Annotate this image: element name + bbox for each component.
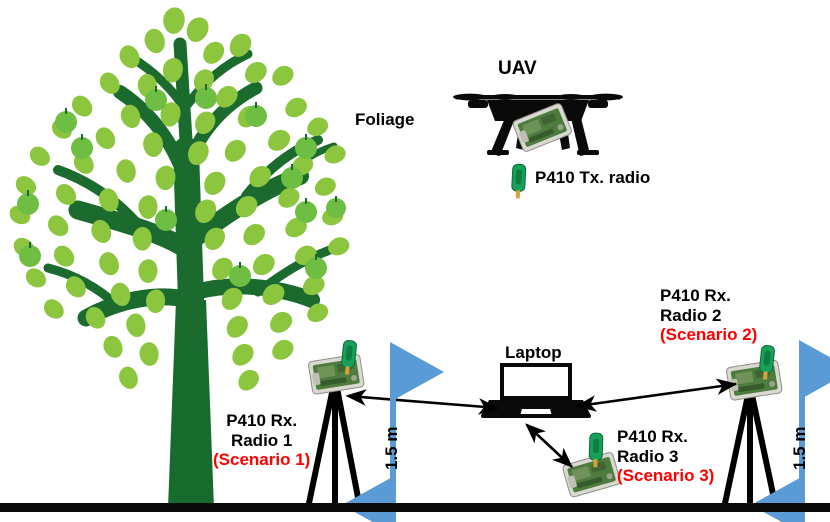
tripod-stand-right — [720, 389, 780, 512]
rx1-scenario: (Scenario 1) — [213, 450, 311, 470]
rx-radio-3-label: P410 Rx. Radio 3 (Scenario 3) — [617, 427, 714, 486]
tx-antenna-icon — [510, 163, 527, 200]
ground-line — [0, 503, 830, 512]
foliage-label: Foliage — [355, 110, 415, 129]
link-arrow-radio1-laptop — [345, 389, 500, 415]
fruit-cluster — [17, 84, 346, 287]
height-right-text: 1.5 m — [790, 426, 809, 470]
tx-radio-label: P410 Tx. radio — [535, 168, 651, 187]
laptop-device — [481, 363, 591, 418]
rx1-line2: Radio 1 — [230, 430, 293, 450]
rx3-line2: Radio 3 — [617, 446, 679, 466]
rx1-line1: P410 Rx. — [226, 411, 298, 430]
p410-rx-radio-1-module — [307, 353, 366, 396]
rx-radio-2-label: P410 Rx. Radio 2 (Scenario 2) — [660, 286, 757, 345]
uav-label: UAV — [498, 58, 537, 79]
rx3-scenario: (Scenario 3) — [617, 466, 715, 486]
height-left-text: 1.5 m — [382, 426, 401, 470]
rx-radio-1-label: P410 Rx. Radio 1 (Scenario 1) — [213, 411, 310, 470]
laptop-label: Laptop — [505, 343, 562, 362]
link-arrow-radio2-laptop — [575, 378, 738, 412]
foliage-tree — [7, 6, 353, 508]
p410-rx-radio-2-module — [725, 359, 784, 402]
link-arrow-radio3-laptop — [525, 423, 573, 468]
tripod-stand-left — [304, 382, 364, 512]
rx3-line1: P410 Rx. — [617, 427, 688, 446]
rx2-line1: P410 Rx. — [660, 286, 731, 305]
rx2-scenario: (Scenario 2) — [660, 325, 758, 345]
rx2-line2: Radio 2 — [660, 305, 722, 325]
